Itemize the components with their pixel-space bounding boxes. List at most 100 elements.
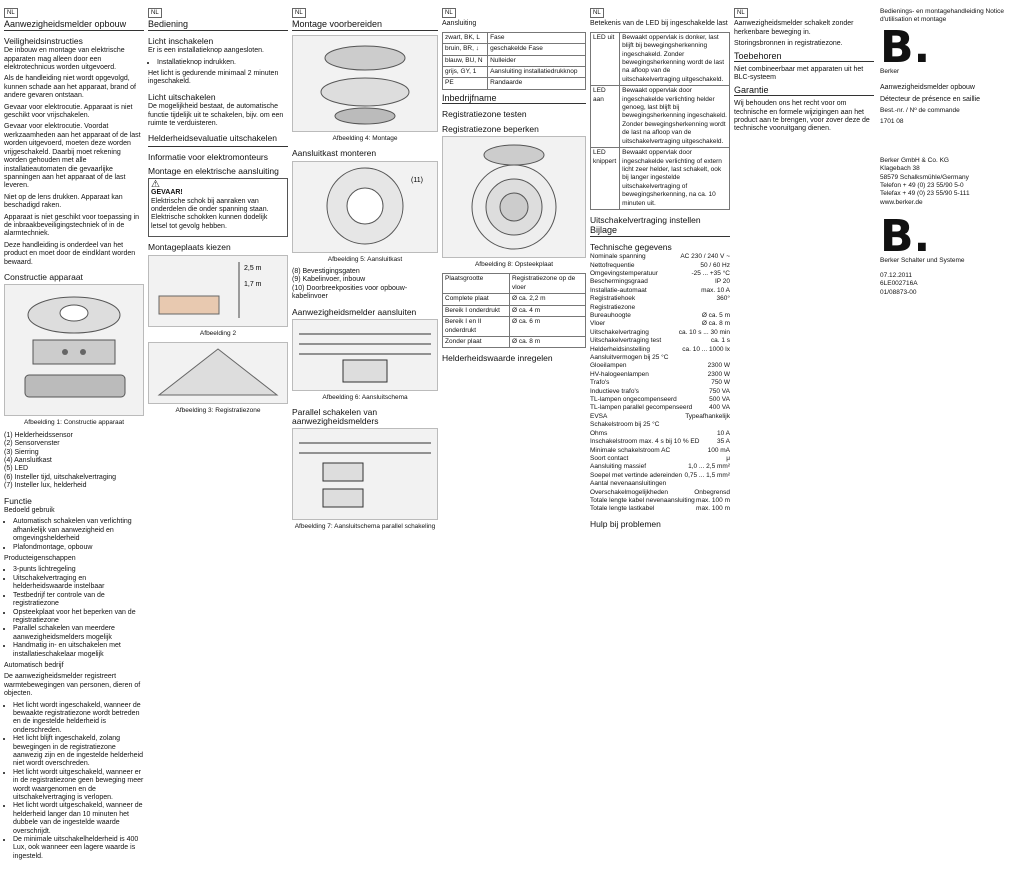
spec-label: Registratiezone: [590, 303, 636, 311]
table-cell: zwart, BK, L: [441, 31, 489, 45]
spec-label: HV-halogeenlampen: [590, 370, 649, 378]
commissioning-heading: Inbedrijfname: [442, 93, 586, 105]
table-cell: Complete plaat: [442, 293, 510, 306]
spec-value: Ø ca. 5 m: [701, 312, 730, 319]
language-tag: NL: [4, 8, 18, 19]
zone-limit-heading: Registratiezone beperken: [442, 123, 539, 134]
spec-row: Omgevingstemperatuur-25 ... +35 °C: [590, 270, 730, 278]
table-cell: LED aan: [589, 85, 621, 149]
spec-row: Aantal nevenaansluitingen: [590, 480, 730, 488]
table-cell: Ø ca. 8 m: [508, 335, 587, 349]
brightness-setting-heading: Helderheidswaarde inregelen: [442, 353, 553, 364]
list-item: De minimale uitschakelhelderheid is 400 …: [13, 836, 144, 861]
trouble-heading: Aanwezigheidsmelder schakelt zonder herk…: [734, 20, 854, 36]
language-tag: NL: [734, 8, 748, 19]
light-on-text: Er is een installatieknop aangesloten.: [148, 47, 264, 55]
figure-5-caption: Afbeelding 5: Aansluitkast: [327, 255, 403, 263]
company-phone: Telefon + 49 (0) 23 55/90 5-0: [880, 182, 964, 190]
list-item: Het licht wordt ingeschakeld, wanneer de…: [13, 702, 144, 736]
column-2: NL Bediening Licht inschakelen Er is een…: [148, 8, 288, 419]
list-item: 3-punts lichtregeling: [13, 566, 144, 574]
warranty-text: Wij behouden ons het recht voor om techn…: [734, 100, 870, 133]
safety-paragraph: De inbouw en montage van elektrische app…: [4, 47, 125, 72]
cover-plate-drawing: [471, 144, 557, 250]
spec-label: Bureauhoogte: [590, 312, 631, 319]
part-item: (3) Sierring: [4, 448, 39, 456]
construction-heading: Constructie apparaat: [4, 271, 83, 282]
column-7: Bedienings- en montagehandleiding Notice…: [880, 8, 1020, 297]
document-code: 6LE002716A: [880, 280, 918, 288]
list-item: Het licht wordt uitgeschakeld, wanneer d…: [13, 802, 144, 836]
light-on-note: Het licht is gedurende minimaal 2 minute…: [148, 70, 279, 86]
spec-label: Gloeilampen: [590, 362, 627, 370]
table-cell: PE: [441, 77, 489, 90]
spec-label: Trafo's: [590, 379, 610, 387]
spec-label: Soort contact: [590, 454, 629, 462]
spec-label: Aantal nevenaansluitingen: [590, 480, 667, 488]
list-item: Handmatig in- en uitschakelen met instal…: [13, 642, 144, 659]
column-5: NL Betekenis van de LED bij ingeschakeld…: [589, 8, 730, 530]
spec-label: Helderheidsinstelling: [590, 345, 650, 353]
table-cell: Bewaakt oppervlak is donker, last blijft…: [619, 31, 730, 87]
document-code: 01/08873-00: [880, 288, 917, 296]
help-heading: Hulp bij problemen: [590, 518, 661, 529]
intended-use-list: Automatisch schakelen van verlichting af…: [4, 518, 144, 552]
spec-value: max. 10 A: [701, 286, 730, 294]
spec-label: TL-lampen ongecompenseerd: [590, 396, 677, 404]
table-row: bruin, BR, ↓geschakelde Fase: [441, 43, 586, 56]
company-city: 58579 Schalksmühle/Germany: [880, 173, 969, 181]
fig2-height-2: 2,5 m: [244, 265, 262, 272]
spec-label: Ohms: [590, 429, 608, 437]
figure-8-caption: Afbeelding 8: Opsteekplaat: [474, 261, 554, 269]
spec-row: Aansluitvermogen bij 25 °C: [590, 354, 730, 362]
off-delay-heading: Uitschakelvertraging instellen: [590, 214, 701, 225]
connect-list: (8) Bevestigingsgaten (9) Kabelinvoer, i…: [292, 268, 438, 302]
list-item: Testbedrijf ter controle van de registra…: [13, 592, 144, 609]
berker-logo-caption: Berker: [880, 67, 900, 75]
spec-label: Uitschakelvertraging: [590, 328, 649, 336]
light-on-list: Installatieknop indrukken.: [148, 59, 288, 67]
spec-value: AC 230 / 240 V ~: [680, 253, 730, 261]
device-drawing: [24, 296, 126, 398]
spec-value: 750 VA: [709, 387, 730, 395]
accessories-text: Niet combineerbaar met apparaten uit het…: [734, 66, 864, 82]
mounting-drawing: [320, 45, 410, 125]
safety-paragraph: Gevaar voor elektrocutie. Voordat werkza…: [4, 123, 141, 190]
spec-value: ca. 10 s ... 30 min: [678, 328, 730, 336]
auto-mode-heading: Automatisch bedrijf: [4, 661, 64, 669]
spec-row: Schakelstroom bij 25 °C: [590, 421, 730, 429]
spec-label: Minimale schakelstroom AC: [590, 446, 671, 454]
spec-value: 1,0 ... 2,5 mm²: [688, 463, 730, 471]
brightness-heading: Helderheidsevaluatie uitschakelen: [148, 133, 277, 144]
spec-value: -25 ... +35 °C: [691, 269, 730, 277]
fig2-height-1: 1,7 m: [244, 281, 262, 288]
spec-value: ca. 10 ... 1000 lx: [682, 345, 730, 353]
accessories-heading: Toebehoren: [734, 51, 874, 63]
figure-6-caption: Afbeelding 6: Aansluitschema: [322, 394, 408, 402]
list-item: (10) Doorbreekposities voor opbouw-kabel…: [292, 284, 408, 301]
figure-4-caption: Afbeelding 4: Montage: [332, 134, 398, 142]
figure-3: [148, 341, 288, 404]
fig5-callout: (11): [411, 177, 423, 184]
berker-tagline: Berker Schalter und Systeme: [880, 257, 965, 265]
spec-value: IP 20: [714, 278, 730, 286]
list-item: Opsteekplaat voor het beperken van de re…: [13, 609, 144, 626]
spec-value: 50 / 60 Hz: [700, 261, 730, 269]
language-tag: NL: [590, 8, 604, 19]
table-cell: Ø ca. 2,2 m: [508, 293, 587, 306]
